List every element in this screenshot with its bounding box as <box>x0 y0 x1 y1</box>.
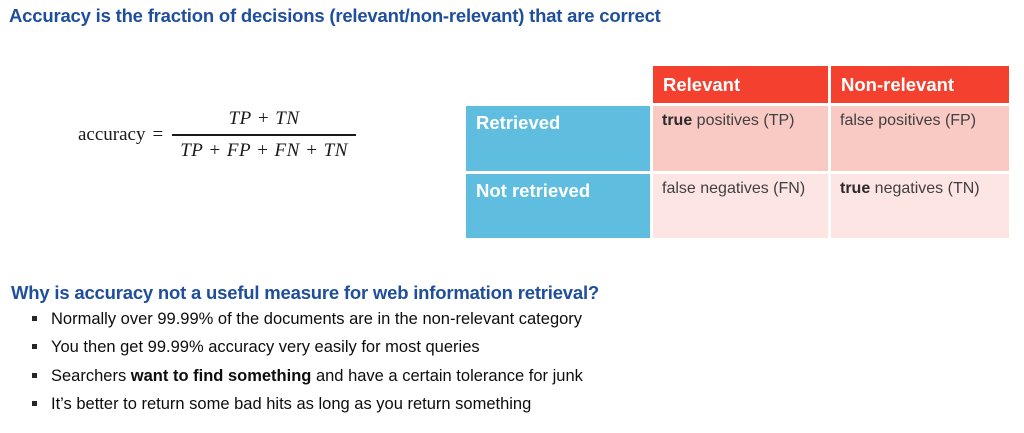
list-item: It’s better to return some bad hits as l… <box>30 395 583 414</box>
list-item: Normally over 99.99% of the documents ar… <box>30 310 583 329</box>
cell-rest-text: false negatives (FN) <box>662 180 806 197</box>
square-bullet-icon <box>32 344 37 350</box>
formula-equals-sign: = <box>152 123 164 145</box>
cell-true-negatives: true negatives (TN) <box>831 174 1009 238</box>
section-heading-question: Why is accuracy not a useful measure for… <box>11 282 600 303</box>
formula-denominator: TP + FP + FN + TN <box>180 139 348 161</box>
cell-false-negatives: false negatives (FN) <box>653 174 828 238</box>
cell-rest-text: false positives (FP) <box>840 112 977 129</box>
table-row: Not retrieved false negatives (FN) true … <box>466 174 1009 238</box>
square-bullet-icon <box>32 372 37 378</box>
table-row: Retrieved true positives (TP) false posi… <box>466 106 1009 171</box>
formula-left-side: accuracy <box>78 123 146 145</box>
bullet-text-after: and have a certain tolerance for junk <box>311 366 583 385</box>
list-item: Searchers want to find something and hav… <box>30 367 583 386</box>
column-header-relevant: Relevant <box>653 66 828 103</box>
cell-false-positives: false positives (FP) <box>831 106 1009 171</box>
column-header-non-relevant: Non-relevant <box>831 66 1009 103</box>
page-title: Accuracy is the fraction of decisions (r… <box>9 5 661 26</box>
row-header-retrieved: Retrieved <box>466 106 650 171</box>
row-header-not-retrieved: Not retrieved <box>466 174 650 238</box>
table-header-row: Relevant Non-relevant <box>466 66 1009 103</box>
list-item: You then get 99.99% accuracy very easily… <box>30 338 583 357</box>
bullet-text-before: Searchers <box>51 366 131 385</box>
bullet-text-before: Normally over 99.99% of the documents ar… <box>51 310 583 328</box>
formula-numerator: TP + TN <box>228 108 300 129</box>
bullet-text-before: You then get 99.99% accuracy very easily… <box>51 338 480 357</box>
formula-fraction: TP + TN TP + FP + FN + TN <box>172 108 356 162</box>
bullet-text-bold: want to find something <box>130 366 312 385</box>
square-bullet-icon <box>32 316 37 321</box>
accuracy-formula: accuracy = TP + TN TP + FP + FN + TN <box>78 108 356 162</box>
bullet-text-before: It’s better to return some bad hits as l… <box>51 395 532 414</box>
cell-rest-text: positives (TP) <box>692 112 795 129</box>
bullet-list: Normally over 99.99% of the documents ar… <box>30 310 583 424</box>
cell-bold-prefix: true <box>840 180 871 197</box>
contingency-table: Relevant Non-relevant Retrieved true pos… <box>463 63 1012 241</box>
cell-true-positives: true positives (TP) <box>653 106 828 171</box>
formula-fraction-bar <box>172 134 356 136</box>
cell-bold-prefix: true <box>662 112 693 129</box>
cell-rest-text: negatives (TN) <box>870 180 980 197</box>
table-corner-cell <box>466 66 650 103</box>
square-bullet-icon <box>32 401 37 407</box>
